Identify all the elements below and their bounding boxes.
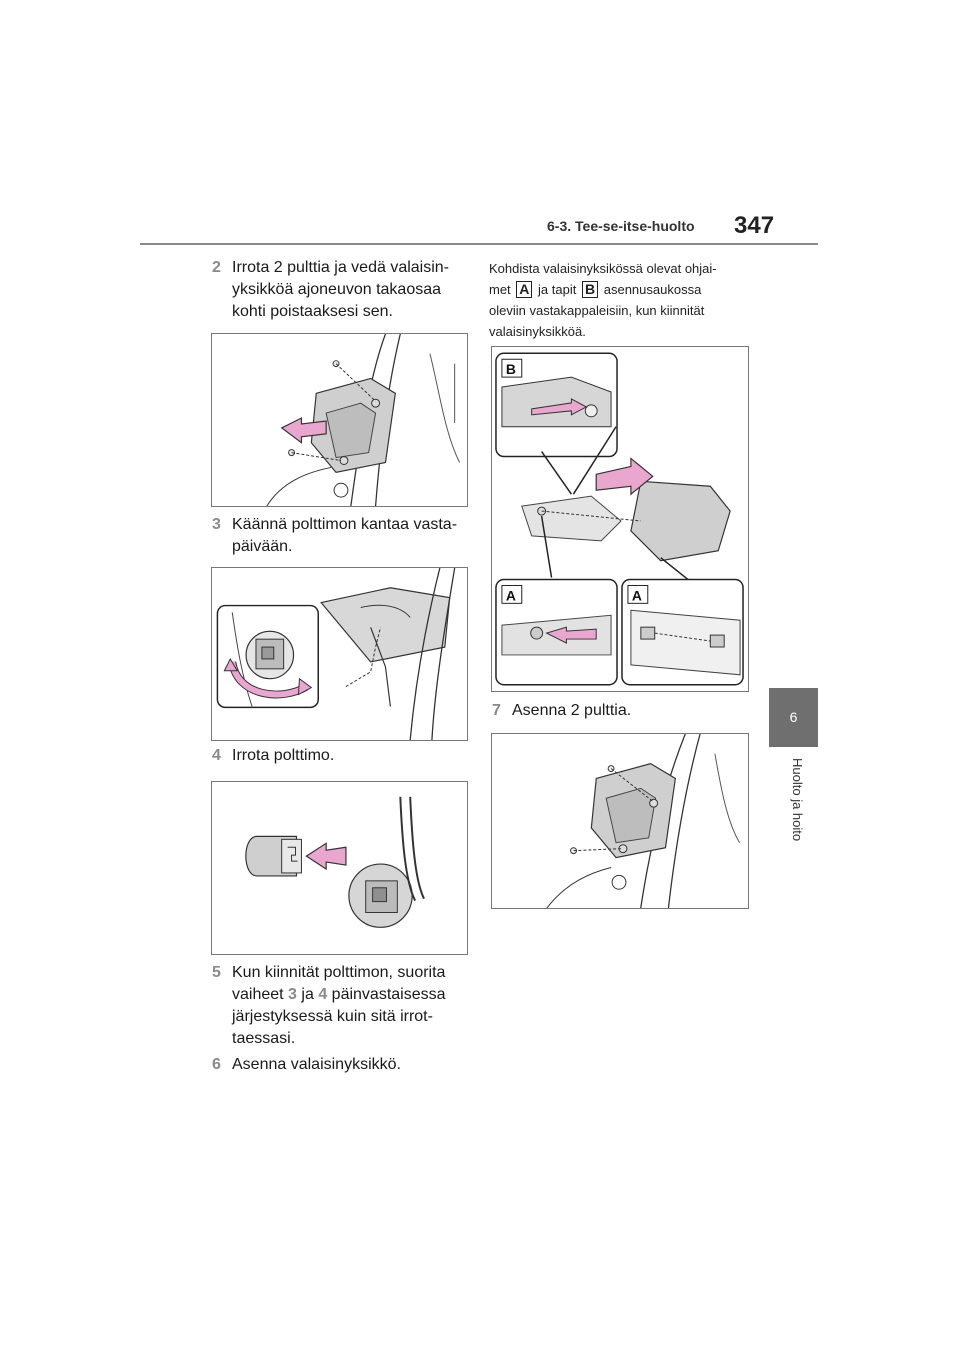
header-divider bbox=[140, 243, 818, 245]
step-5: 5 Kun kiinnität polttimon, suorita vaihe… bbox=[212, 962, 472, 1050]
step-reference: 4 bbox=[318, 986, 328, 1003]
note-line: Kohdista valaisinyksikössä olevat ohjai- bbox=[489, 261, 717, 276]
step-3: 3 Käännä polttimon kantaa vasta- päivään… bbox=[212, 514, 472, 558]
socket-rotation-illustration bbox=[216, 568, 456, 740]
step-text: Asenna valaisinyksikkö. bbox=[232, 1056, 401, 1073]
step-text: Irrota 2 pulttia ja vedä valaisin- yksik… bbox=[232, 259, 449, 320]
page-number: 347 bbox=[734, 212, 775, 239]
step-number: 5 bbox=[212, 964, 221, 981]
step-number: 7 bbox=[492, 702, 501, 719]
step-reference: 3 bbox=[288, 986, 297, 1003]
step-6: 6 Asenna valaisinyksikkö. bbox=[212, 1054, 472, 1076]
bulb-removal-illustration bbox=[245, 796, 425, 928]
note-text: asennusaukossa bbox=[603, 282, 702, 297]
step-text: päinvastaisessa järjestyksessä kuin sitä… bbox=[232, 986, 446, 1047]
step-2: 2 Irrota 2 pulttia ja vedä valaisin- yks… bbox=[212, 257, 472, 323]
lamp-installation-illustration: B A A bbox=[495, 352, 744, 686]
label-b: B bbox=[506, 361, 516, 377]
step-text: Irrota polttimo. bbox=[232, 747, 335, 764]
step-text: ja bbox=[301, 986, 314, 1003]
figure-remove-bulb bbox=[211, 781, 468, 955]
chapter-tab: 6 bbox=[769, 688, 818, 747]
label-b: B bbox=[581, 281, 599, 298]
bolt-installation-illustration bbox=[546, 734, 741, 908]
note-text: ja tapit bbox=[538, 282, 577, 297]
figure-install-lamp: B A A bbox=[491, 346, 749, 692]
section-title: 6-3. Tee-se-itse-huolto bbox=[547, 218, 695, 234]
step-7: 7 Asenna 2 pulttia. bbox=[492, 700, 752, 722]
figure-install-bolts bbox=[491, 733, 749, 909]
lamp-removal-illustration bbox=[266, 334, 461, 506]
alignment-note: Kohdista valaisinyksikössä olevat ohjai-… bbox=[489, 258, 759, 342]
chapter-label: Huolto ja hoito bbox=[790, 758, 805, 842]
note-line: oleviin vastakappaleisiin, kun kiinnität… bbox=[489, 303, 705, 339]
label-a-left: A bbox=[506, 587, 516, 603]
step-number: 6 bbox=[212, 1056, 221, 1073]
label-a-right: A bbox=[632, 587, 642, 603]
step-number: 3 bbox=[212, 516, 221, 533]
figure-rotate-socket bbox=[211, 567, 468, 741]
label-a: A bbox=[516, 281, 533, 298]
step-text: Kun kiinnität polttimon, suorita vaiheet bbox=[232, 964, 446, 1003]
step-number: 4 bbox=[212, 747, 221, 764]
step-text: Käännä polttimon kantaa vasta- päivään. bbox=[232, 516, 458, 555]
step-text: Asenna 2 pulttia. bbox=[512, 702, 632, 719]
figure-remove-lamp bbox=[211, 333, 468, 507]
step-4: 4 Irrota polttimo. bbox=[212, 745, 472, 767]
step-number: 2 bbox=[212, 259, 221, 276]
note-text: met bbox=[489, 282, 511, 297]
